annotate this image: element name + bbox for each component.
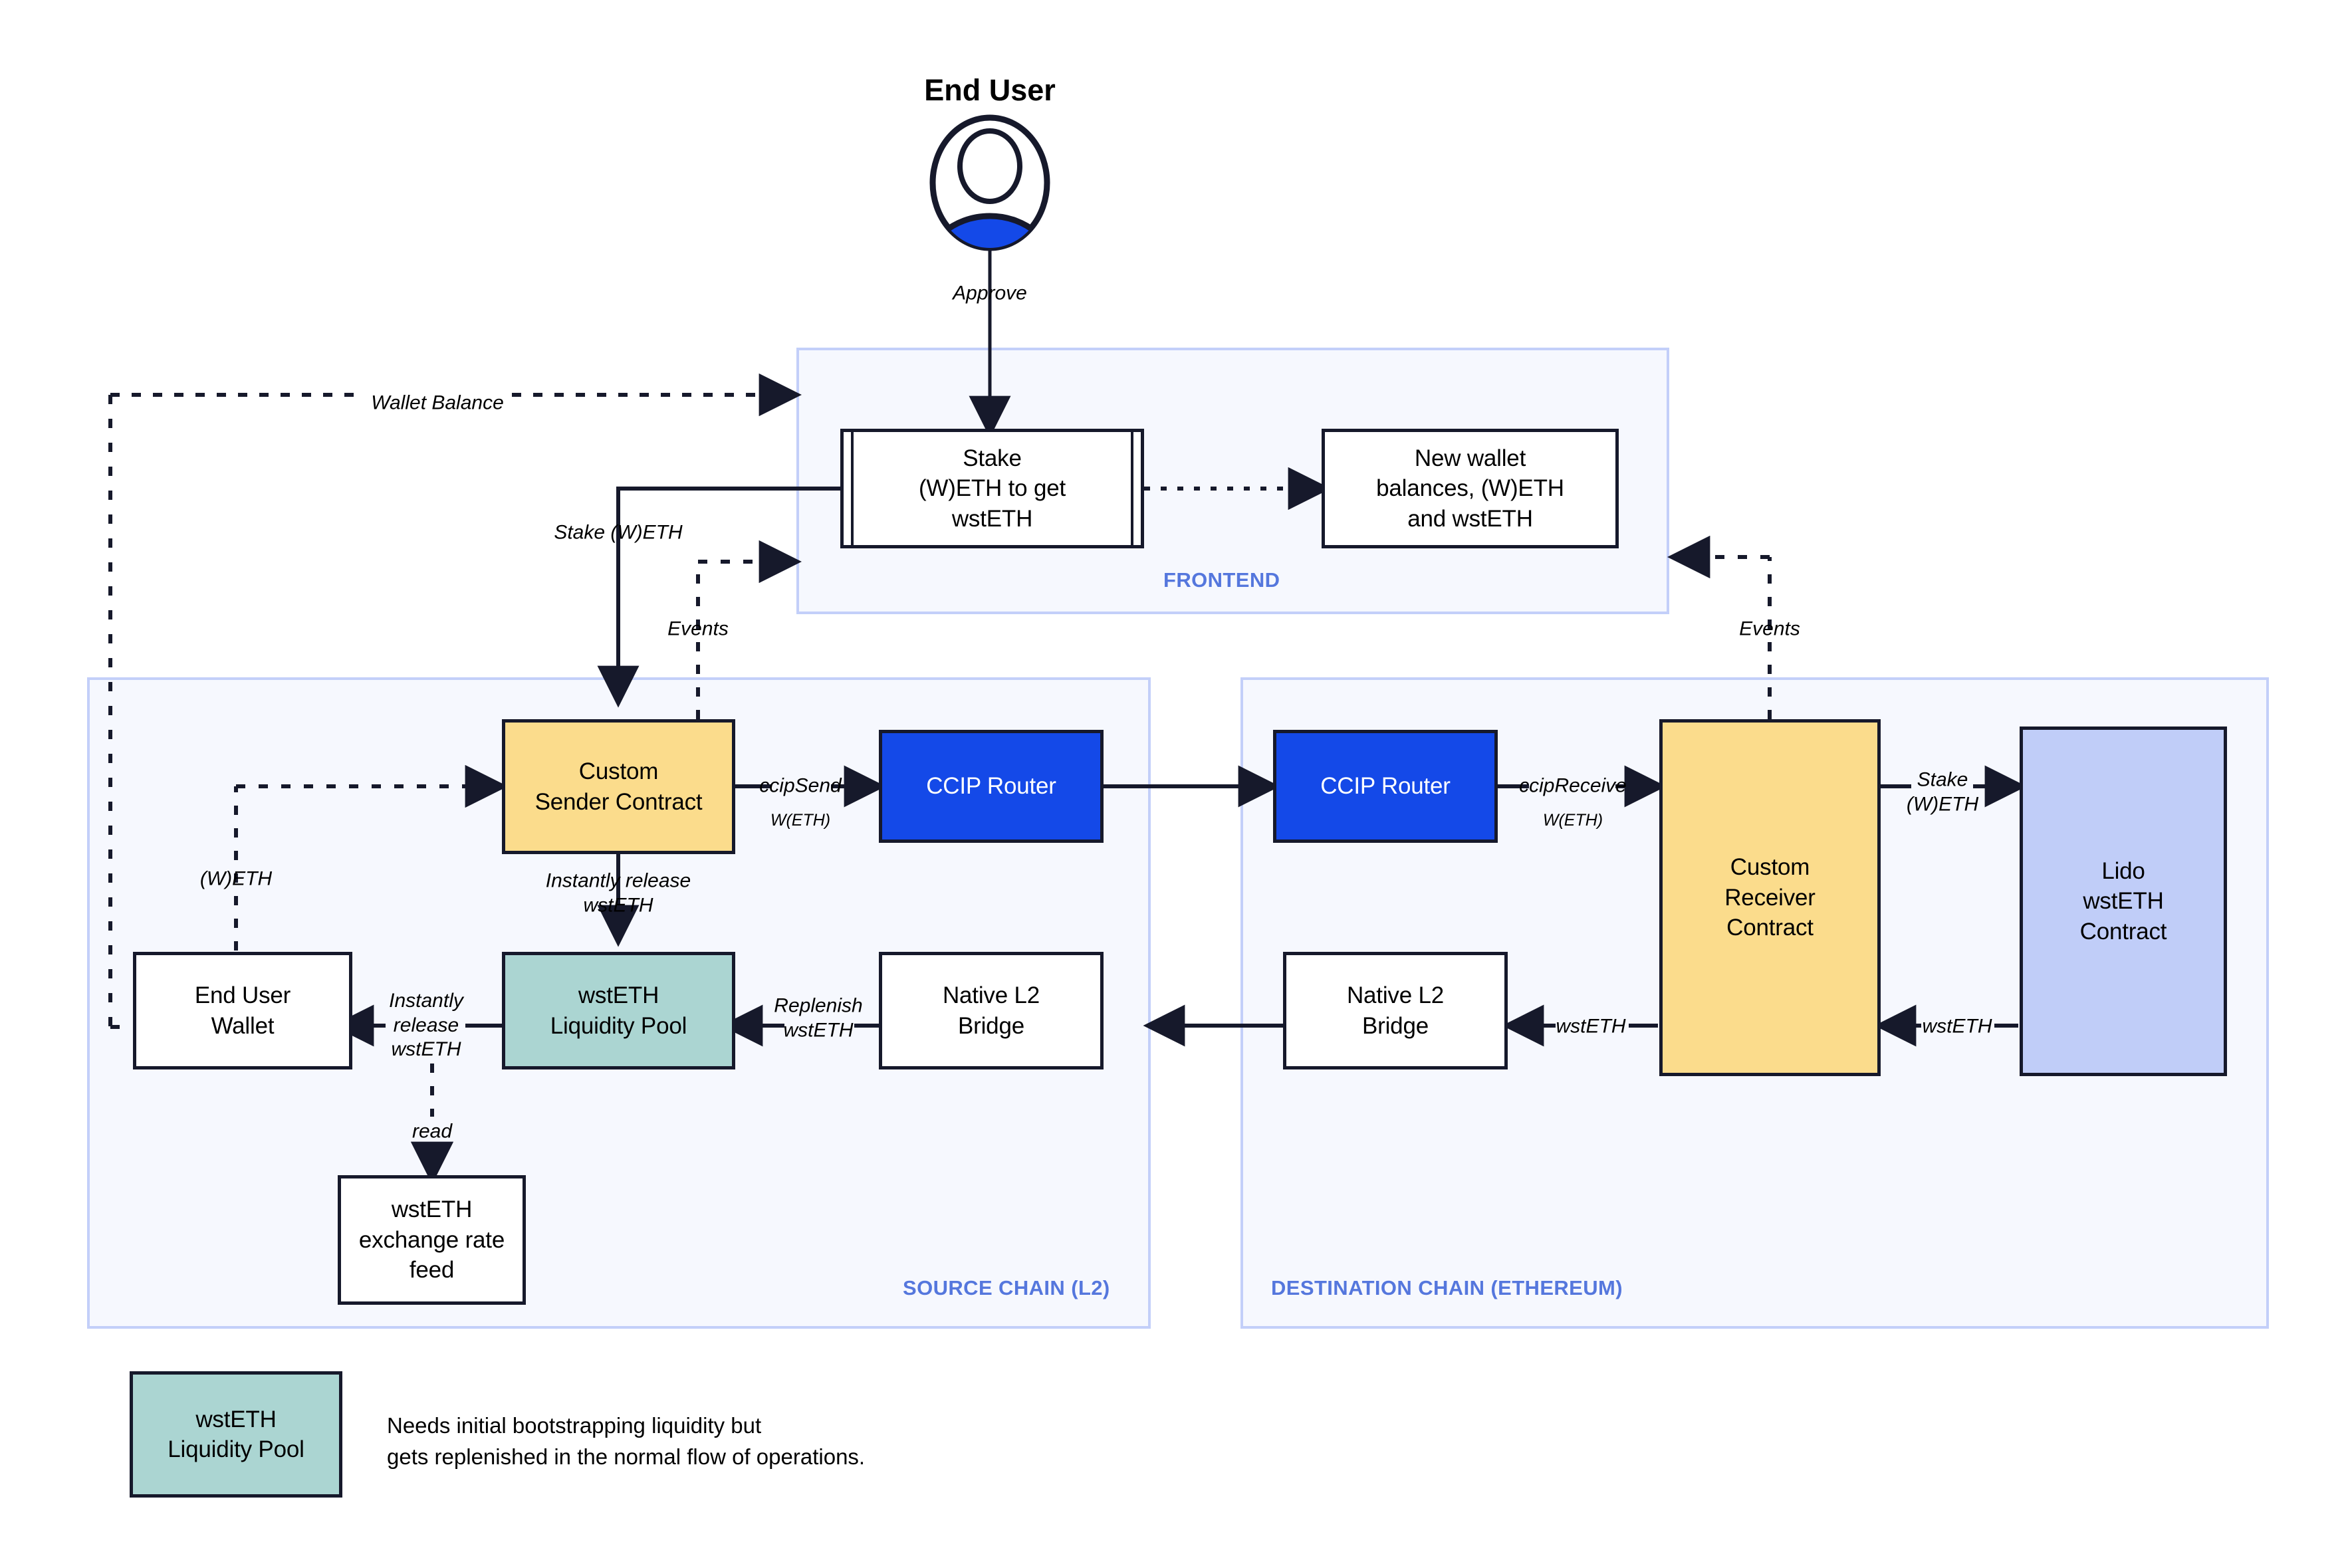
legend-note: Needs initial bootstrapping liquidity bu… [387, 1413, 866, 1469]
group-label-destination-chain: DESTINATION CHAIN (ETHEREUM) [1271, 1276, 1623, 1299]
node-wsteth-exchange-rate-feed-label: wstETH exchange rate feed [358, 1196, 505, 1284]
node-new-wallet-balances[interactable]: New wallet balances, (W)ETH and wstETH [1322, 429, 1619, 548]
edge-label-read: read [411, 1120, 453, 1143]
node-stake-form-label: Stake (W)ETH to get wstETH [918, 445, 1066, 532]
node-lido-wsteth-contract-label: Lido wstETH Contract [2079, 857, 2167, 945]
node-custom-receiver-contract-label: Custom Receiver Contract [1724, 854, 1816, 941]
edge-label-approve: Approve [953, 282, 1027, 304]
node-ccip-router-destination-label: CCIP Router [1320, 773, 1451, 800]
page-title: End User [924, 73, 1056, 107]
node-ccip-router-source[interactable]: CCIP Router [879, 730, 1104, 843]
edge-label-wsteth-right: wstETH [1922, 1015, 1992, 1038]
edge-label-stake-weth: Stake (W)ETH [554, 521, 683, 544]
node-wsteth-exchange-rate-feed[interactable]: wstETH exchange rate feed [338, 1175, 526, 1305]
edge-label-ccip-receive-token: W(ETH) [1542, 810, 1603, 830]
edge-label-wsteth-mid: wstETH [1556, 1015, 1626, 1038]
edge-label-weth: (W)ETH [199, 867, 273, 890]
node-custom-receiver-contract[interactable]: Custom Receiver Contract [1659, 719, 1881, 1076]
edge-label-ccip-send-token: W(ETH) [770, 810, 831, 830]
node-native-l2-bridge-destination-label: Native L2 Bridge [1346, 982, 1445, 1039]
edge-label-instantly-release-vertical: Instantly release wstETH [545, 869, 691, 916]
legend-swatch-label: wstETH Liquidity Pool [168, 1406, 304, 1463]
edge-label-wallet-balance: Wallet Balance [371, 392, 504, 414]
node-native-l2-bridge-source[interactable]: Native L2 Bridge [879, 952, 1104, 1069]
node-ccip-router-destination[interactable]: CCIP Router [1273, 730, 1498, 843]
node-wsteth-liquidity-pool[interactable]: wstETH Liquidity Pool [502, 952, 735, 1069]
edge-label-events-left: Events [667, 617, 729, 640]
user-avatar-body [933, 213, 1047, 248]
node-new-wallet-balances-label: New wallet balances, (W)ETH and wstETH [1376, 445, 1564, 532]
edge-label-ccip-send: ccipSend [759, 774, 842, 797]
node-stake-form[interactable]: Stake (W)ETH to get wstETH [840, 429, 1144, 548]
node-end-user-wallet-label: End User Wallet [194, 982, 291, 1039]
user-avatar-head-outline [929, 114, 1050, 251]
node-custom-sender-contract[interactable]: Custom Sender Contract [502, 719, 735, 854]
edge-label-events-right: Events [1739, 617, 1800, 640]
node-native-l2-bridge-destination[interactable]: Native L2 Bridge [1283, 952, 1508, 1069]
edge-label-stake-weth-destination: Stake (W)ETH [1906, 768, 1979, 815]
group-label-frontend: FRONTEND [1163, 568, 1280, 592]
node-lido-wsteth-contract[interactable]: Lido wstETH Contract [2020, 727, 2227, 1076]
group-label-source-chain: SOURCE CHAIN (L2) [903, 1276, 1110, 1299]
edge-label-ccip-receive: ccipReceive [1519, 774, 1627, 797]
node-end-user-wallet[interactable]: End User Wallet [133, 952, 352, 1069]
node-custom-sender-contract-label: Custom Sender Contract [534, 758, 703, 815]
edge-label-replenish-wsteth: Replenish wstETH [774, 994, 863, 1041]
edge-label-instantly-release-horizontal: Instantly release wstETH [389, 990, 463, 1061]
legend-swatch-liquidity-pool: wstETH Liquidity Pool [130, 1371, 342, 1498]
node-wsteth-liquidity-pool-label: wstETH Liquidity Pool [550, 982, 687, 1039]
node-native-l2-bridge-source-label: Native L2 Bridge [942, 982, 1040, 1039]
user-avatar-face [957, 128, 1022, 204]
node-ccip-router-source-label: CCIP Router [926, 773, 1056, 800]
